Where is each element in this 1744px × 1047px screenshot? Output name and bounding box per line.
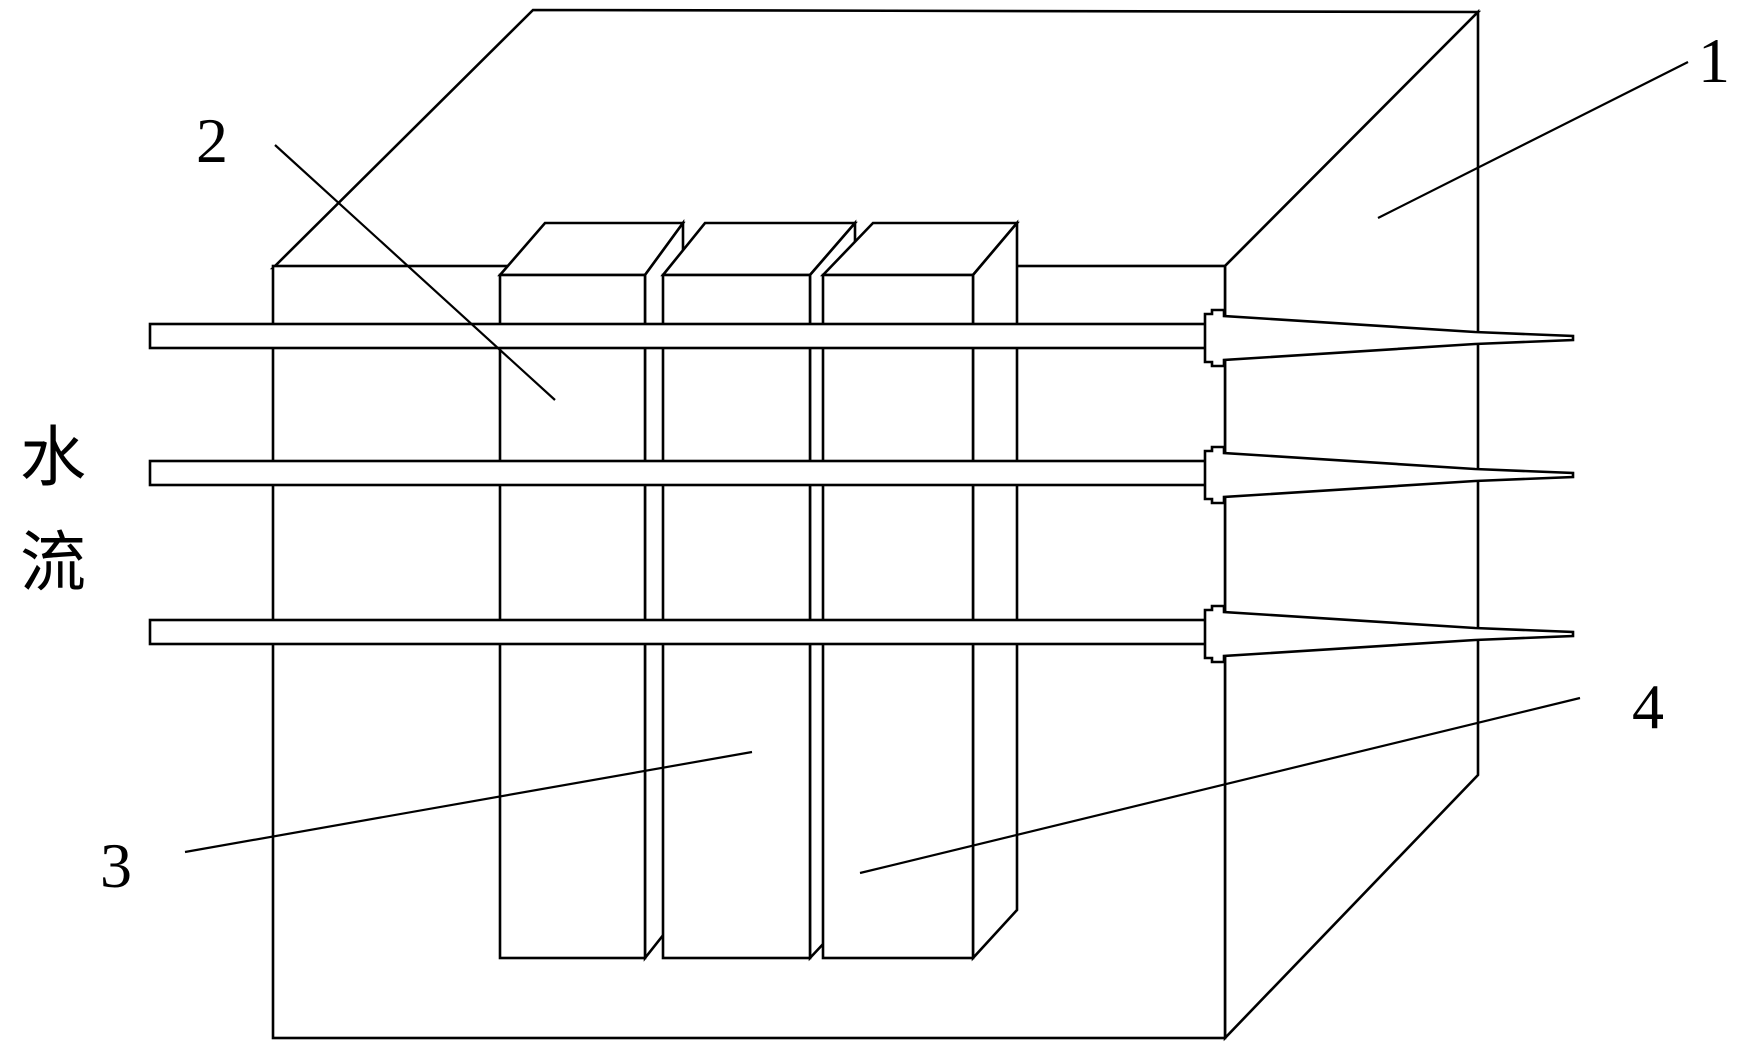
tube-middle-nozzle [1203,445,1575,505]
leader-line-2 [274,144,556,401]
leader-lines [184,61,1689,875]
label-part-1: 1 [1698,25,1730,96]
slab-c [819,219,1020,962]
water-flow-label: 水 流 [20,419,86,601]
slabs [497,219,1020,962]
leader-line-3 [184,750,753,854]
tube-bottom-nozzle [1203,604,1575,664]
tube-top [148,308,1575,368]
tubes [148,308,1575,664]
slab-a-front [498,273,647,960]
part-labels: 1 2 3 4 [100,25,1730,901]
slab-c-front [821,273,975,960]
leader-line-1 [1377,61,1689,219]
label-part-2: 2 [196,105,228,176]
tube-top-nozzle [1203,308,1575,368]
tube-bottom-pipe [148,618,1214,646]
slab-b-front [661,273,812,960]
tube-middle-pipe [148,459,1214,487]
label-part-4: 4 [1632,671,1664,742]
tube-bottom [148,604,1575,664]
flow-char-1: 水 [20,419,86,496]
tube-top-pipe [148,322,1214,350]
leader-line-4 [859,696,1581,875]
flow-char-2: 流 [20,524,86,601]
tube-middle [148,445,1575,505]
label-part-3: 3 [100,830,132,901]
